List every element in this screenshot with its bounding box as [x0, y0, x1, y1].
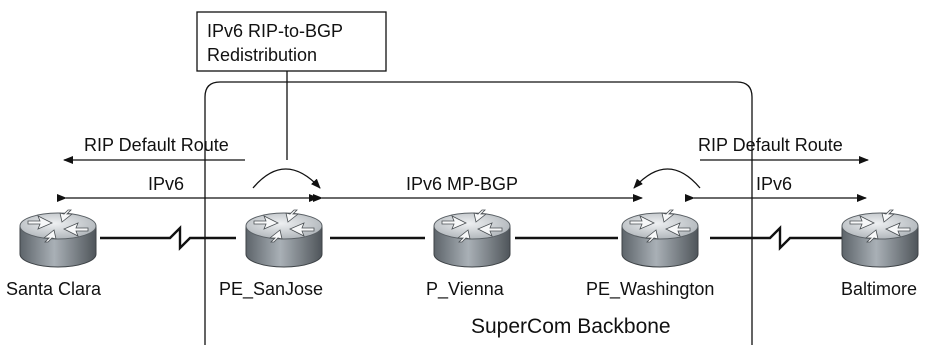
router-pe-sanjose-icon	[245, 209, 323, 268]
callout-line-1: IPv6 RIP-to-BGP	[207, 21, 343, 41]
router-p-vienna-icon	[433, 209, 511, 268]
backbone-label: SuperCom Backbone	[471, 315, 671, 338]
serial-link-santaclara-sanjose	[100, 225, 236, 251]
router-pe-washington-icon	[621, 209, 699, 268]
rip-default-route-left-label: RIP Default Route	[84, 135, 229, 155]
redistribution-curve-washington	[633, 168, 701, 189]
backbone-boundary	[204, 81, 753, 345]
redistribution-curve-sanjose	[252, 168, 321, 189]
ipv6-right-label: IPv6	[756, 174, 792, 194]
callout-line-2: Redistribution	[207, 45, 317, 65]
serial-link-washington-baltimore	[710, 225, 845, 251]
router-label-pe-sanjose: PE_SanJose	[219, 279, 323, 300]
router-label-santa-clara: Santa Clara	[6, 279, 102, 299]
router-santa-clara-icon	[19, 209, 97, 268]
ipv6-left-label: IPv6	[148, 174, 184, 194]
router-label-p-vienna: P_Vienna	[426, 279, 505, 300]
router-label-baltimore: Baltimore	[841, 279, 917, 299]
redistribution-callout-box	[196, 11, 387, 72]
rip-default-route-right-label: RIP Default Route	[698, 135, 843, 155]
router-baltimore-icon	[841, 209, 919, 268]
router-label-pe-washington: PE_Washington	[586, 279, 714, 300]
ipv6-mp-bgp-label: IPv6 MP-BGP	[406, 174, 518, 194]
